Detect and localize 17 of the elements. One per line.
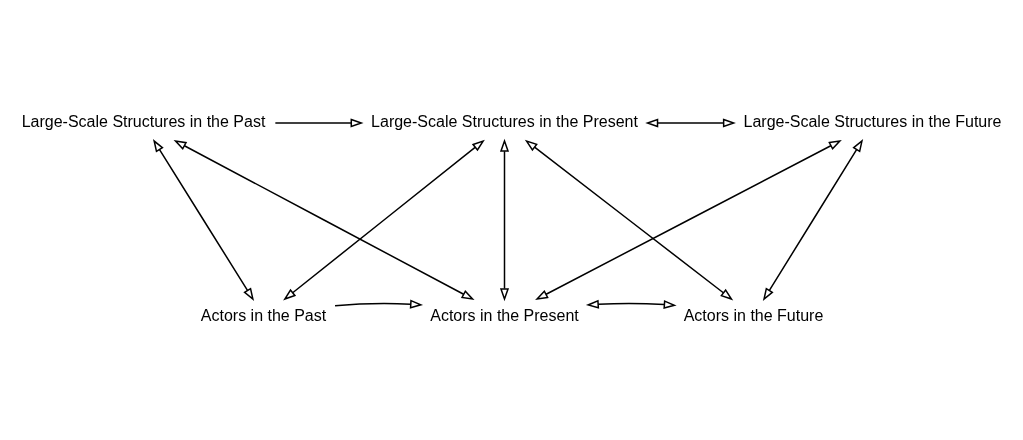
arrow <box>283 139 485 301</box>
arrow <box>524 139 734 301</box>
arrow <box>645 118 736 128</box>
node-text: Actors in the Present <box>430 306 579 324</box>
arrow <box>334 299 424 309</box>
arrow <box>152 139 255 301</box>
arrow <box>274 118 364 128</box>
node-text: Large-Scale Structures in the Past <box>21 112 266 130</box>
arrow <box>535 140 842 301</box>
node-text: Large-Scale Structures in the Present <box>371 112 638 130</box>
arrow <box>173 139 475 301</box>
arrow <box>499 138 510 302</box>
arrow <box>585 299 677 310</box>
node-text: Actors in the Future <box>683 306 824 324</box>
node-text: Large-Scale Structures in the Future <box>743 112 1002 130</box>
arrow <box>762 139 864 301</box>
node-text: Actors in the Past <box>200 306 327 324</box>
